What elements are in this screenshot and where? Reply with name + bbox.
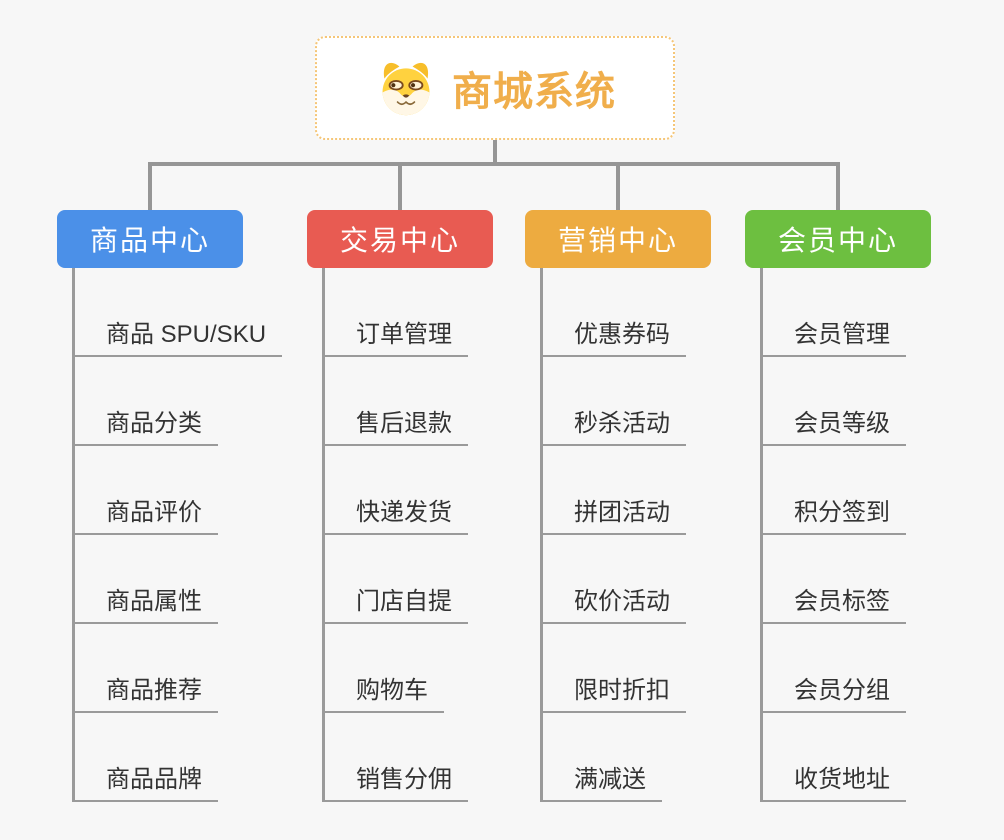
leaf-list: 优惠券码秒杀活动拼团活动砍价活动限时折扣满减送: [525, 322, 711, 802]
leaf-node[interactable]: 会员管理: [760, 322, 906, 357]
branch-member-center: 会员中心 会员管理会员等级积分签到会员标签会员分组收货地址: [745, 210, 931, 802]
leaf-node[interactable]: 会员分组: [760, 678, 906, 713]
leaf-node[interactable]: 积分签到: [760, 500, 906, 535]
leaf-node[interactable]: 快递发货: [322, 500, 468, 535]
leaf-node[interactable]: 拼团活动: [540, 500, 686, 535]
root-connector-line: [493, 140, 497, 164]
leaf-node[interactable]: 限时折扣: [540, 678, 686, 713]
leaf-node[interactable]: 商品推荐: [72, 678, 218, 713]
leaf-node[interactable]: 商品属性: [72, 589, 218, 624]
leaf-node[interactable]: 商品分类: [72, 411, 218, 446]
branch-trunk-line: [760, 268, 763, 802]
branch-drop-line: [836, 164, 840, 211]
leaf-list: 商品 SPU/SKU 商品分类商品评价商品属性商品推荐商品品牌: [57, 322, 283, 802]
shiba-dog-icon: [382, 62, 430, 116]
leaf-node[interactable]: 订单管理: [322, 322, 468, 357]
branch-drop-line: [398, 164, 402, 211]
branch-node[interactable]: 营销中心: [525, 210, 711, 268]
leaf-node[interactable]: 会员等级: [760, 411, 906, 446]
leaf-node[interactable]: 会员标签: [760, 589, 906, 624]
root-node-label: 商城系统: [452, 70, 616, 114]
branch-trunk-line: [322, 268, 325, 802]
leaf-node[interactable]: 商品评价: [72, 500, 218, 535]
leaf-node[interactable]: 优惠券码: [540, 322, 686, 357]
branch-marketing-center: 营销中心 优惠券码秒杀活动拼团活动砍价活动限时折扣满减送: [525, 210, 711, 802]
branch-trunk-line: [72, 268, 75, 802]
branch-product-center: 商品中心 商品 SPU/SKU 商品分类商品评价商品属性商品推荐商品品牌: [57, 210, 283, 802]
leaf-node[interactable]: 秒杀活动: [540, 411, 686, 446]
leaf-node[interactable]: 收货地址: [760, 767, 906, 802]
branch-node[interactable]: 商品中心: [57, 210, 243, 268]
leaf-node[interactable]: 满减送: [540, 767, 662, 802]
root-node[interactable]: 商城系统: [315, 36, 675, 140]
leaf-list: 订单管理售后退款快递发货门店自提购物车销售分佣: [307, 322, 493, 802]
leaf-node[interactable]: 销售分佣: [322, 767, 468, 802]
branch-node[interactable]: 会员中心: [745, 210, 931, 268]
leaf-node[interactable]: 门店自提: [322, 589, 468, 624]
leaf-node[interactable]: 砍价活动: [540, 589, 686, 624]
branch-bus-line: [148, 162, 840, 166]
branch-drop-line: [616, 164, 620, 211]
branch-drop-line: [148, 164, 152, 211]
leaf-node[interactable]: 售后退款: [322, 411, 468, 446]
leaf-list: 会员管理会员等级积分签到会员标签会员分组收货地址: [745, 322, 931, 802]
leaf-node[interactable]: 购物车: [322, 678, 444, 713]
branch-trunk-line: [540, 268, 543, 802]
leaf-node[interactable]: 商品品牌: [72, 767, 218, 802]
leaf-node[interactable]: 商品 SPU/SKU: [72, 322, 283, 357]
branch-trade-center: 交易中心 订单管理售后退款快递发货门店自提购物车销售分佣: [307, 210, 493, 802]
branch-node[interactable]: 交易中心: [307, 210, 493, 268]
